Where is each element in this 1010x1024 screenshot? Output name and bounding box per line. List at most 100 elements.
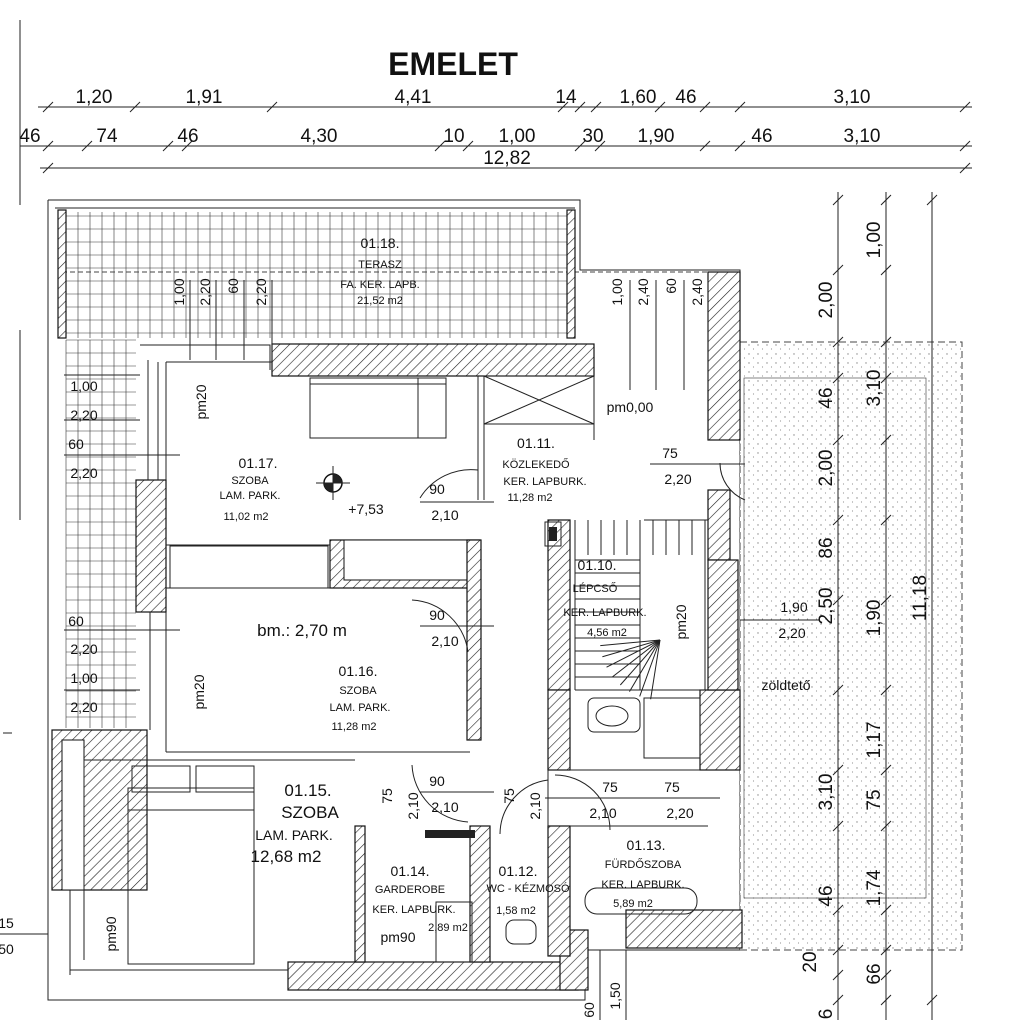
opening-width: 75	[602, 779, 618, 795]
room-name: LÉPCSŐ	[573, 581, 618, 595]
pm20-label-2: pm20	[191, 674, 207, 709]
dim-left-edge: 15	[0, 915, 14, 931]
drawing-line	[880, 764, 892, 776]
opening-width: 75	[379, 788, 395, 804]
drawing-line	[590, 101, 602, 113]
room-garderobe: 01.14. GARDEROBE KER. LAPBURK. 2,89 m2	[372, 863, 467, 934]
dim-vertical: 60	[225, 278, 241, 294]
dim-top2-6: 1,00	[499, 126, 536, 147]
dim-left: 2,20	[70, 407, 97, 423]
room-area: 11,28 m2	[507, 492, 552, 504]
drawing-line	[880, 514, 892, 526]
dim-right: 2,00	[816, 282, 837, 319]
room-finish: LAM. PARK.	[330, 702, 391, 714]
drawing-line	[880, 904, 892, 916]
dim-right: 2,50	[816, 588, 837, 625]
dim-top2-5: 10	[443, 126, 464, 147]
drawing-line	[832, 969, 844, 981]
opening-width: 90	[429, 481, 445, 497]
drawing-line	[129, 101, 141, 113]
room-kozlekedo: 01.11. KÖZLEKEDŐ KER. LAPBURK. 11,28 m2	[502, 435, 586, 504]
room-wc: 01.12. WC - KÉZMOSÓ 1,58 m2	[486, 863, 570, 917]
drawing-line	[650, 639, 661, 700]
dim-top2-8: 1,90	[638, 126, 675, 147]
room-name: SZOBA	[339, 685, 377, 697]
drawing-line	[42, 140, 54, 152]
dim-right: 2,00	[816, 450, 837, 487]
room-area: 5,89 m2	[613, 898, 653, 910]
drawing-line	[832, 264, 844, 276]
drawing-line	[926, 194, 938, 206]
opening-width: 90	[429, 773, 445, 789]
ceiling-height-label: bm.: 2,70 m	[257, 621, 347, 640]
room-name: SZOBA	[231, 475, 269, 487]
drawing-line	[81, 140, 93, 152]
dim-top2-2: 74	[96, 126, 118, 147]
pm90-label-2: pm90	[380, 929, 415, 945]
room-code: 01.12.	[499, 863, 538, 879]
dim-right-outer: 1,17	[864, 722, 885, 759]
dim-right-outer: 1,00	[864, 222, 885, 259]
room-szoba-16: 01.16. SZOBA LAM. PARK. 11,28 m2	[330, 663, 391, 733]
dim-vertical: 1,00	[609, 278, 625, 305]
room-code: 01.16.	[339, 663, 378, 679]
dim-right: 46	[816, 387, 837, 408]
dim-total-width: 12,82	[483, 148, 531, 169]
drawing-line	[42, 162, 54, 174]
drawing-line	[606, 639, 661, 668]
left-dimensions: 1,00 2,20 60 2,20 60 2,20 1,00 2,20 15 5…	[0, 374, 180, 957]
opening-width: 75	[662, 445, 678, 461]
opening-width: 75	[501, 788, 517, 804]
drawing-line	[880, 336, 892, 348]
drawing-line	[880, 684, 892, 696]
room-finish: FA. KER. LAPB.	[340, 279, 419, 291]
dim-left: 2,20	[70, 465, 97, 481]
opening-height: 2,20	[666, 805, 693, 821]
stairs	[574, 520, 706, 700]
room-area: 2,89 m2	[428, 922, 468, 934]
drawing-line	[602, 639, 661, 658]
opening-width: 90	[429, 607, 445, 623]
drawing-line	[639, 639, 661, 697]
dim-top-4: 14	[555, 87, 577, 108]
drawing-line	[880, 194, 892, 206]
room-name: TERASZ	[358, 259, 402, 271]
vertical-dims-top: 1,00 2,20 60 2,20 1,00 2,40 60 2,40	[171, 278, 709, 390]
room-finish: KER. LAPBURK.	[503, 476, 586, 488]
room-finish: KER. LAPBURK.	[372, 904, 455, 916]
dim-left: 60	[68, 436, 84, 452]
room-name: WC - KÉZMOSÓ	[486, 882, 570, 895]
room-name: GARDEROBE	[375, 884, 445, 896]
drawing-line	[832, 764, 844, 776]
drawing-line	[181, 140, 193, 152]
drawing-line	[880, 434, 892, 446]
opening-width: 75	[664, 779, 680, 795]
dim-left: 1,00	[70, 378, 97, 394]
dim-top-6: 46	[675, 87, 696, 108]
room-area: 21,52 m2	[357, 295, 403, 307]
drawing-line	[629, 639, 661, 692]
drawing-line	[434, 140, 446, 152]
plan-title: EMELET	[388, 46, 518, 82]
drawing-line	[880, 944, 892, 956]
dim-left: 60	[68, 613, 84, 629]
dim-top-5: 1,60	[620, 87, 657, 108]
opening-height: 2,10	[431, 507, 458, 523]
drawing-line	[959, 101, 971, 113]
drawing-line	[880, 969, 892, 981]
room-finish: KER. LAPBURK.	[563, 607, 646, 619]
green-roof-label: zöldtető	[761, 677, 810, 693]
dim-right: 6	[816, 1009, 837, 1020]
drawing-line	[619, 639, 661, 686]
dim-vertical: 2,40	[635, 278, 651, 305]
drawing-line	[42, 101, 54, 113]
opening-height: 2,10	[431, 633, 458, 649]
dim-top2-1: 46	[19, 126, 40, 147]
drawing-line	[574, 140, 586, 152]
door-swings	[411, 462, 746, 835]
dim-left: 2,20	[70, 641, 97, 657]
room-terasz: 01.18. TERASZ FA. KER. LAPB. 21,52 m2	[340, 235, 419, 307]
room-lepcso: 01.10. LÉPCSŐ KER. LAPBURK. 4,56 m2	[563, 557, 646, 639]
drawing-line	[266, 101, 278, 113]
